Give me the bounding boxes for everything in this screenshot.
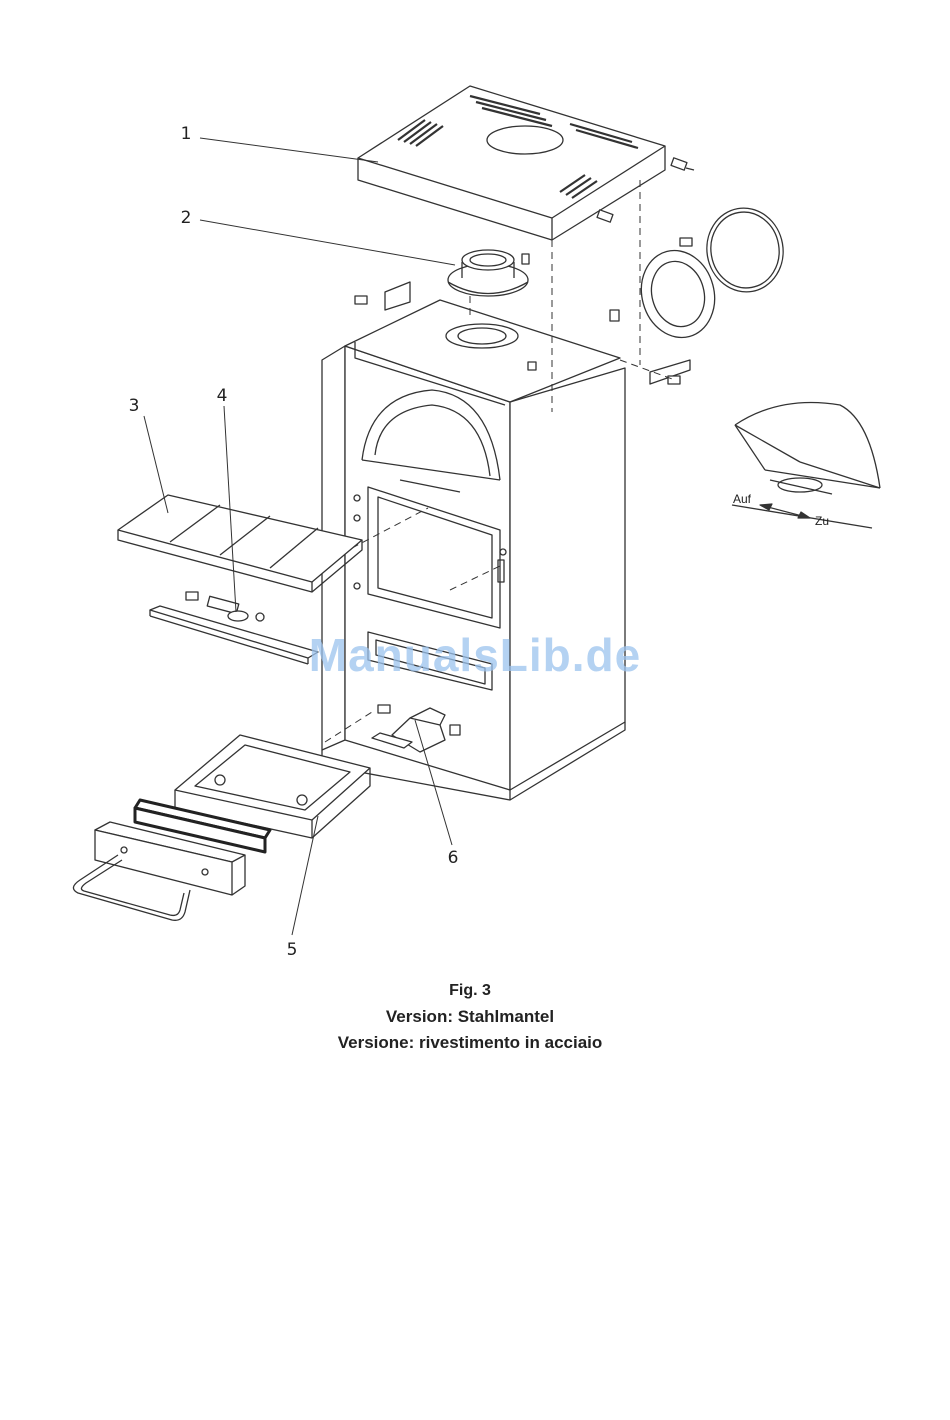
regulator-detail — [732, 403, 880, 529]
cover-screw-2 — [597, 210, 613, 222]
sealing-ring — [700, 202, 789, 298]
collar-screw — [522, 254, 529, 264]
callout-3: 3 — [124, 396, 144, 416]
figure-number: Fig. 3 — [0, 982, 940, 1000]
callout-1: 1 — [176, 124, 196, 144]
open-label: Auf — [733, 492, 751, 506]
callout-6: 6 — [443, 848, 463, 868]
rear-flue-ring — [632, 242, 724, 346]
left-bracket — [355, 282, 410, 310]
callout-5: 5 — [282, 940, 302, 960]
watermark: ManualsLib.de — [0, 628, 950, 682]
flue-collar — [448, 250, 528, 296]
caption-version-it: Versione: rivestimento in acciaio — [0, 1033, 940, 1053]
stove-body — [322, 300, 625, 800]
callout-2: 2 — [176, 208, 196, 228]
right-bracket — [650, 360, 690, 384]
caption-version-de: Version: Stahlmantel — [0, 1007, 940, 1027]
ring-screw — [680, 238, 692, 246]
cover-screw-1 — [671, 158, 694, 170]
top-cover-plate — [358, 86, 665, 240]
clip-nut — [610, 310, 619, 321]
callout-4: 4 — [212, 386, 232, 406]
close-label: Zu — [815, 514, 829, 528]
